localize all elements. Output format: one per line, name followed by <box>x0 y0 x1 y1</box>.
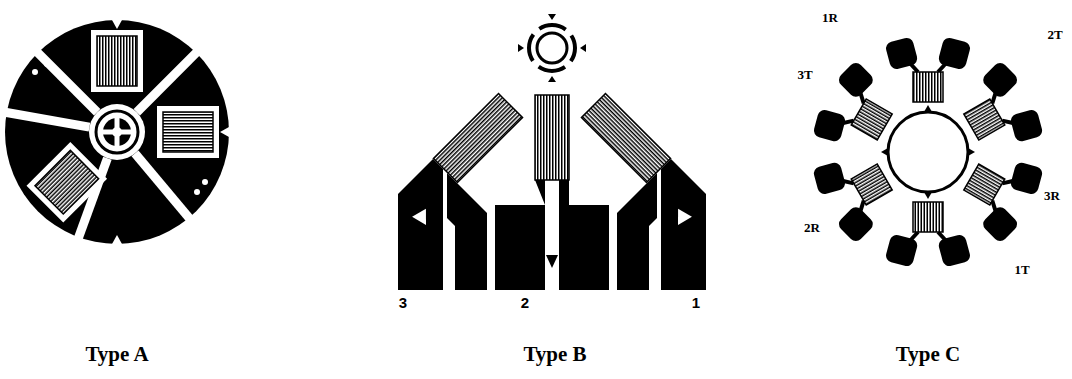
gauge-label: 2T <box>1047 28 1062 42</box>
terminal-number: 3 <box>399 295 407 312</box>
rosette-type-b <box>398 14 706 290</box>
rosette-type-c <box>812 36 1043 267</box>
figure-caption: Type C <box>896 343 960 366</box>
figure-caption: Type B <box>523 343 586 366</box>
gauge-label: 1T <box>1014 263 1029 277</box>
gauge-label: 3R <box>1044 189 1060 203</box>
terminal-number: 1 <box>692 295 700 312</box>
gauge-label: 1R <box>822 11 838 25</box>
gauge-label: 2R <box>804 221 820 235</box>
rosette-type-a <box>4 20 229 244</box>
gauge-label: 3T <box>797 68 812 82</box>
figure-caption: Type A <box>85 343 148 366</box>
terminal-number: 2 <box>521 295 529 312</box>
